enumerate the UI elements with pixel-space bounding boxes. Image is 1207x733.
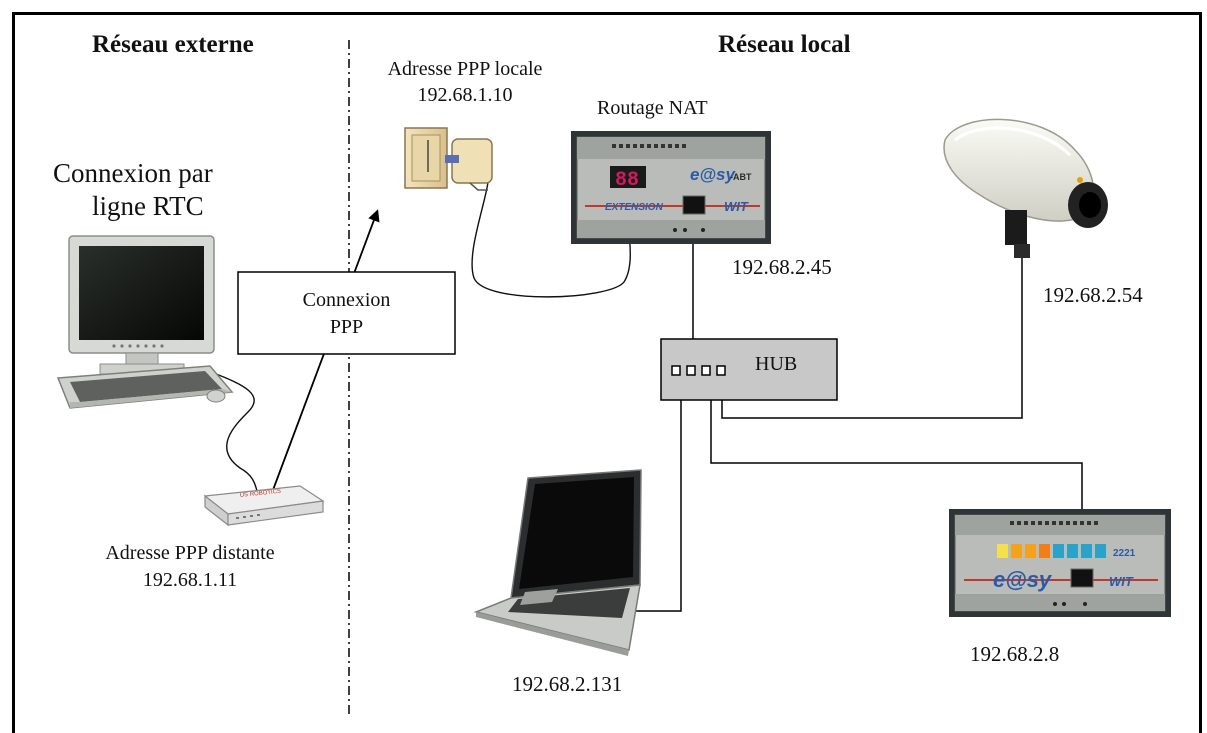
laptop-ip-label: 192.68.2.131	[512, 672, 623, 696]
easy-brand: e@sy	[993, 567, 1053, 592]
ip-camera-device	[943, 118, 1108, 258]
desktop-pc-icon	[56, 235, 234, 409]
easy-ip-label: 192.68.2.8	[970, 642, 1060, 666]
hub-device	[660, 338, 838, 401]
cable-pc-to-modem	[210, 371, 261, 501]
easy-model: 2221	[1113, 548, 1136, 559]
rtc-connection-label-line2: ligne RTC	[92, 191, 204, 221]
ppp-box-label-line2: PPP	[329, 316, 364, 338]
ppp-remote-label: Adresse PPP distante	[105, 542, 275, 564]
ppp-connection-box	[237, 271, 456, 355]
nat-wit: WIT	[724, 199, 749, 214]
ppp-remote-ip: 192.68.1.11	[142, 569, 238, 591]
nat-brand-suffix: -ABT	[730, 172, 752, 182]
ppp-local-label: Adresse PPP locale	[387, 58, 543, 80]
ppp-local-ip: 192.68.1.10	[417, 84, 513, 106]
nat-extension: EXTENSION	[605, 202, 664, 213]
ppp-connection-arrow	[269, 209, 380, 499]
nat-ip-label: 192.68.2.45	[732, 255, 832, 279]
hub-label: HUB	[755, 353, 798, 375]
modem-icon: US ROBOTICS	[203, 485, 325, 527]
nat-routing-label: Routage NAT	[597, 97, 708, 119]
rtc-connection-label-line1: Connexion par	[53, 158, 213, 188]
external-network-title: Réseau externe	[92, 31, 254, 58]
camera-ip-label: 192.68.2.54	[1043, 283, 1143, 307]
modem-brand: US ROBOTICS	[240, 489, 282, 499]
easy-controller-device: 2221 e@sy WIT	[949, 509, 1171, 617]
nat-router-device: 88 e@sy -ABT EXTENSION WIT	[571, 131, 771, 244]
diagram-frame	[12, 12, 1202, 733]
local-network-title: Réseau local	[718, 31, 851, 58]
nat-brand: e@sy	[690, 165, 736, 184]
ppp-box-label-line1: Connexion	[302, 289, 391, 311]
cable-hub-to-laptop	[630, 373, 682, 612]
nat-digits: 88	[615, 169, 639, 192]
cable-wall-to-nat	[471, 181, 631, 298]
wall-socket-icon	[404, 127, 493, 191]
laptop-icon	[473, 469, 642, 656]
easy-wit: WIT	[1109, 574, 1134, 589]
